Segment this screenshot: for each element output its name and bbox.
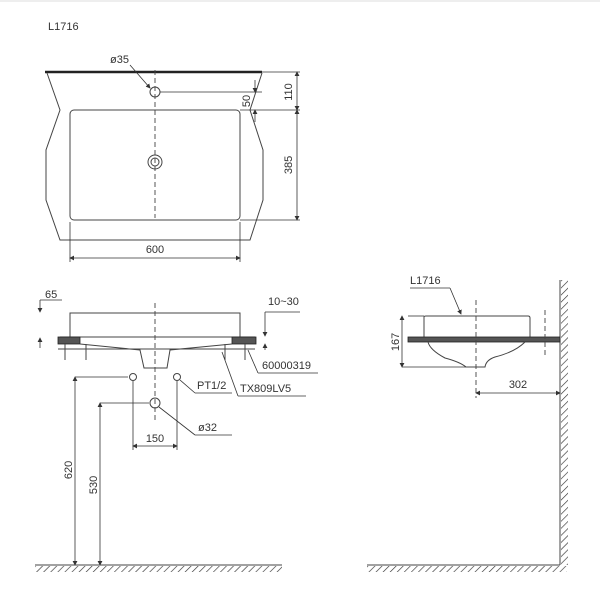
rim-thickness-label: 65 <box>45 289 57 301</box>
height-label: 167 <box>390 333 402 351</box>
supply-right <box>173 373 181 381</box>
bowl-underside <box>79 343 233 369</box>
top-view: ø35 110 385 50 600 <box>45 54 300 262</box>
drain-height-label: 530 <box>88 476 100 494</box>
basin-side-rim <box>423 315 531 337</box>
wall-distance-label: 302 <box>509 379 527 391</box>
counter-side <box>407 336 561 343</box>
basin-outline <box>45 72 264 241</box>
floor-hatch <box>35 566 282 572</box>
supply-height-label: 620 <box>63 461 75 479</box>
width-label: 600 <box>146 244 164 256</box>
counter-thickness-label: 10~30 <box>268 296 299 308</box>
wall-hatch <box>561 280 568 565</box>
drain-hole <box>147 154 163 170</box>
clamp-part-label: 60000319 <box>262 360 311 372</box>
depth-label: 385 <box>283 156 295 174</box>
front-view: 65 10~30 60000319 TX809LV5 PT1/2 ø32 150… <box>35 289 318 572</box>
bowl-side <box>427 341 526 368</box>
hole-offset-label: 50 <box>241 95 253 107</box>
side-floor-hatch <box>367 566 567 572</box>
supply-left <box>129 373 137 381</box>
supply-spacing-label: 150 <box>146 433 164 445</box>
supply-thread-label: PT1/2 <box>197 380 226 392</box>
counter-right <box>231 336 257 345</box>
side-model-label: L1716 <box>410 275 441 287</box>
counter-left <box>57 336 81 345</box>
drain-label: ø32 <box>198 422 217 434</box>
model-code: L1716 <box>48 21 79 33</box>
tap-hole-label: ø35 <box>110 54 129 66</box>
faucet-part-label: TX809LV5 <box>240 383 291 395</box>
drain-outlet <box>149 397 161 409</box>
rim-depth-label: 110 <box>283 83 295 101</box>
basin-rim <box>69 312 241 337</box>
side-view: 167 302 L1716 <box>367 275 568 572</box>
